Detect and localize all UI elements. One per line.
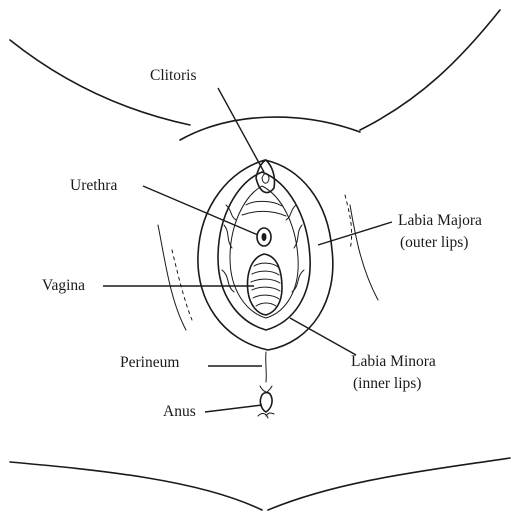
lower-left-buttock — [10, 462, 262, 510]
right-thigh-crease — [350, 205, 378, 300]
vestibule-fold — [242, 201, 286, 216]
label-labia-minora-note: (inner lips) — [353, 374, 421, 394]
label-vagina: Vagina — [42, 276, 85, 296]
anus-leader — [205, 405, 262, 412]
lower-right-buttock — [268, 458, 510, 510]
upper-right-contour — [360, 10, 500, 130]
urethral-opening-inner — [262, 233, 267, 241]
pubic-mound-contour — [180, 117, 360, 140]
left-dashed-crease — [172, 250, 192, 320]
anus-shape — [260, 393, 272, 412]
labia-minora-texture-right — [286, 205, 304, 292]
label-labia-minora: Labia Minora — [351, 352, 436, 372]
label-anus: Anus — [163, 402, 196, 422]
vaginal-rugae — [251, 263, 280, 306]
label-urethra: Urethra — [70, 176, 117, 196]
labia-minora-inner-edge — [230, 186, 298, 318]
label-clitoris: Clitoris — [150, 66, 197, 86]
clitoris-leader — [218, 88, 264, 172]
clitoris-shape — [262, 174, 269, 184]
left-thigh-crease — [158, 225, 186, 330]
right-dashed-crease — [345, 195, 352, 250]
label-perineum: Perineum — [120, 353, 179, 373]
label-labia-majora-note: (outer lips) — [400, 233, 468, 253]
perineum-line — [266, 352, 267, 382]
label-labia-majora: Labia Majora — [398, 211, 482, 231]
labia-minora-outline — [218, 172, 310, 330]
